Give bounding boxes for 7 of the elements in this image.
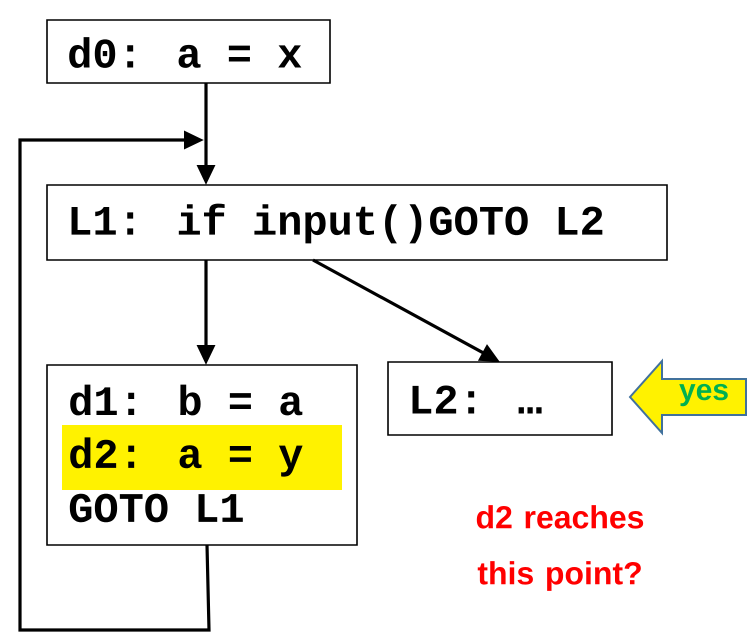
arrow <box>18 130 211 632</box>
question-text: d2 reaches this point? <box>476 505 644 591</box>
code-line: d0: a = x <box>69 37 302 68</box>
code-line: L1: if input()GOTO L2 <box>72 204 602 244</box>
code-line: L2: … <box>412 385 542 414</box>
code-line: GOTO L1 <box>70 494 243 522</box>
code-line: d1: b = a <box>70 384 302 416</box>
